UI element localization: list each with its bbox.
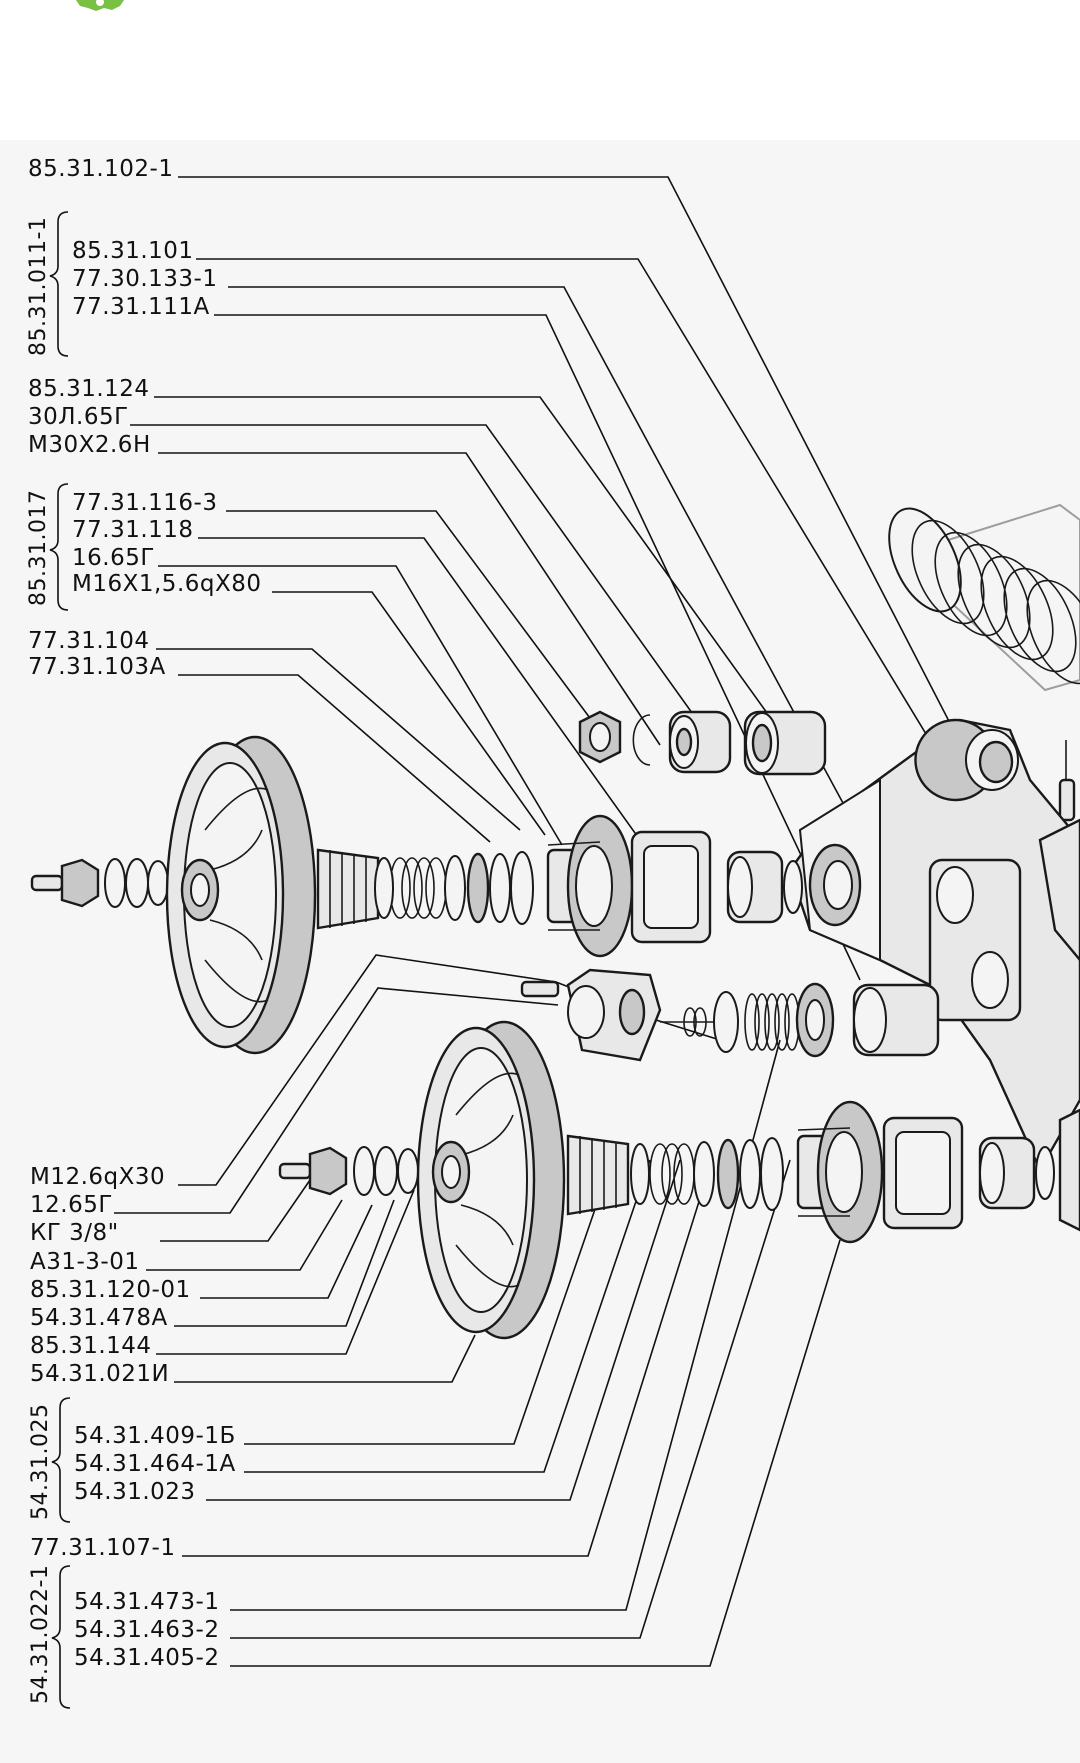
label-85-31-124: 85.31.124 <box>28 376 150 402</box>
label-77-30-133-1: 77.30.133-1 <box>72 266 218 292</box>
label-30l-65g: 30Л.65Г <box>28 404 129 430</box>
swing-arm-housing <box>788 718 1080 1173</box>
upper-road-wheel-assembly <box>30 735 803 1055</box>
label-m16x1-5-6qx80: М16Х1,5.6qХ80 <box>72 571 262 597</box>
top-band <box>0 0 1080 140</box>
label-kg-3-8: КГ 3/8" <box>30 1220 119 1246</box>
coil-spring <box>888 503 1080 692</box>
label-85-31-102-1: 85.31.102-1 <box>28 156 174 182</box>
leader-lines <box>114 176 1001 1667</box>
group-labels: 85.31.011-1 85.31.017 54.31.025 54.31.02… <box>26 217 53 1704</box>
logo-icon <box>76 0 124 11</box>
label-12-65g: 12.65Г <box>30 1192 113 1218</box>
part-number-labels: 85.31.102-1 85.31.101 77.30.133-1 77.31.… <box>28 156 262 1671</box>
label-54-31-473-1: 54.31.473-1 <box>74 1589 220 1615</box>
label-85-31-120-01: 85.31.120-01 <box>30 1277 191 1303</box>
label-m12-6qx30: М12.6qХ30 <box>30 1164 165 1190</box>
label-85-31-144: 85.31.144 <box>30 1333 152 1359</box>
label-77-31-116-3: 77.31.116-3 <box>72 490 218 516</box>
label-54-31-409-1b: 54.31.409-1Б <box>74 1423 236 1449</box>
group-label-54-31-022-1: 54.31.022-1 <box>28 1565 53 1704</box>
group-label-85-31-011-1: 85.31.011-1 <box>26 217 51 356</box>
label-16-65g: 16.65Г <box>72 545 155 571</box>
label-77-31-111a: 77.31.111А <box>72 294 210 320</box>
upper-bushing-set <box>578 710 827 776</box>
label-54-31-021i: 54.31.021И <box>30 1361 169 1387</box>
lower-road-wheel-assembly <box>278 1020 1080 1340</box>
label-77-31-104: 77.31.104 <box>28 628 150 654</box>
grease-nipple-right <box>1058 740 1076 822</box>
label-54-31-463-2: 54.31.463-2 <box>74 1617 220 1643</box>
group-braces <box>49 211 71 1709</box>
label-54-31-405-2: 54.31.405-2 <box>74 1645 220 1671</box>
label-m30x2-6n: М30Х2.6Н <box>28 432 151 458</box>
label-77-31-103a: 77.31.103А <box>28 654 166 680</box>
label-54-31-023: 54.31.023 <box>74 1479 196 1505</box>
label-a31-3-01: А31-3-01 <box>30 1249 140 1275</box>
label-77-31-107-1: 77.31.107-1 <box>30 1535 176 1561</box>
group-label-54-31-025: 54.31.025 <box>28 1404 53 1520</box>
label-54-31-464-1a: 54.31.464-1А <box>74 1451 236 1477</box>
label-54-31-478a: 54.31.478А <box>30 1305 168 1331</box>
middle-bracket-assembly <box>520 968 940 1062</box>
label-77-31-118: 77.31.118 <box>72 517 194 543</box>
label-85-31-101: 85.31.101 <box>72 238 194 264</box>
group-label-85-31-017: 85.31.017 <box>26 490 51 606</box>
